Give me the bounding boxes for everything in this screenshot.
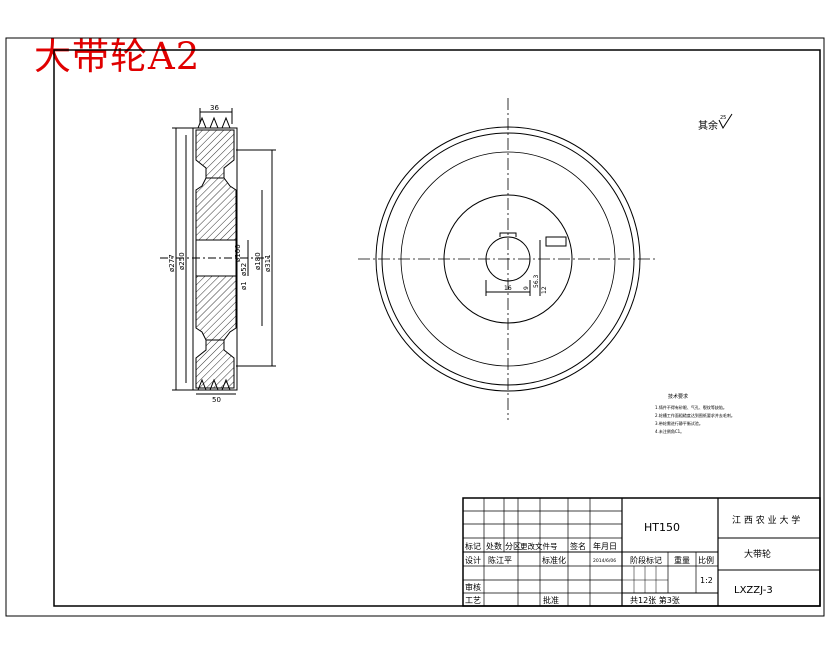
front-view-labels: 56.3 16 12 9: [504, 274, 548, 294]
dim-d-center: ø1: [240, 281, 248, 290]
header-change-doc: 更改文件号: [520, 541, 558, 551]
sheet-info: 共12张 第3张: [630, 595, 680, 605]
design-date: 2014/6/06: [593, 558, 616, 564]
dim-keyway-h: 9: [523, 286, 530, 290]
dim-d-outer: ø277: [168, 254, 176, 272]
school-name: 江 西 农 业 大 学: [732, 514, 800, 526]
dim-d-bore: ø52: [240, 263, 248, 276]
header-mark: 标记: [465, 541, 481, 551]
tech-notes-line-2: 2.轮槽工作面粗糙度达到图纸要求并去毛刺。: [655, 412, 735, 418]
dim-d-hub-inner: ø100: [234, 244, 242, 262]
side-view-labels: 36 50 ø277 ø250 ø52 ø100 ø180 ø311 ø1: [168, 104, 272, 404]
design-label: 设计: [465, 555, 481, 565]
material-value: HT150: [644, 521, 680, 534]
roughness-note-text: 其余: [698, 119, 718, 132]
header-count: 处数: [486, 541, 502, 551]
header-date: 年月日: [593, 541, 617, 551]
scale-value: 1:2: [700, 576, 713, 585]
technical-notes: 技术要求 1.铸件不得有砂眼、气孔、裂纹等缺陷。 2.轮槽工作面粗糙度达到图纸要…: [655, 393, 735, 434]
weight-label: 重量: [674, 555, 690, 565]
dim-keyway-depth: 56.3: [533, 274, 540, 288]
dim-keyway-depth2: 12: [541, 286, 548, 294]
dim-top-width: 36: [210, 104, 219, 112]
part-name: 大带轮: [744, 548, 771, 560]
standardization-label: 标准化: [542, 555, 566, 565]
tech-notes-line-1: 1.铸件不得有砂眼、气孔、裂纹等缺陷。: [655, 404, 727, 410]
designer-name: 陈江平: [488, 555, 512, 565]
side-section-view: [160, 108, 276, 395]
title-block-text: HT150 江 西 农 业 大 学 大带轮 LXZZJ-3 共12张 第3张 阶…: [465, 514, 800, 605]
dim-d-pitch: ø250: [178, 252, 186, 270]
approve-label: 批准: [543, 595, 559, 605]
tech-notes-line-3: 3.带轮需进行静平衡试验。: [655, 420, 703, 426]
stage-label: 阶段标记: [630, 555, 662, 565]
dim-d-hub: ø180: [254, 252, 262, 270]
dim-d-rim: ø311: [264, 254, 272, 272]
roughness-symbol-icon: [718, 113, 733, 130]
drawing-number: LXZZJ-3: [734, 585, 773, 596]
roughness-value: 25: [720, 115, 726, 121]
drawing-banner-title: 大带轮A2: [34, 35, 201, 78]
front-view: [358, 98, 658, 420]
check-label: 审核: [465, 582, 481, 592]
tech-notes-title: 技术要求: [668, 393, 688, 400]
inner-frame: [53, 49, 821, 607]
scale-label: 比例: [698, 555, 714, 565]
dim-bottom-width: 50: [212, 396, 221, 404]
outer-frame: [5, 37, 825, 617]
roughness-note: 其余 25: [698, 113, 733, 132]
header-signature: 签名: [570, 541, 586, 551]
process-label: 工艺: [465, 596, 481, 605]
dim-keyway-width: 16: [504, 285, 512, 292]
tech-notes-line-4: 4.未注倒角C1。: [655, 428, 684, 434]
header-zone: 分区: [505, 542, 521, 551]
title-block: [462, 497, 821, 607]
